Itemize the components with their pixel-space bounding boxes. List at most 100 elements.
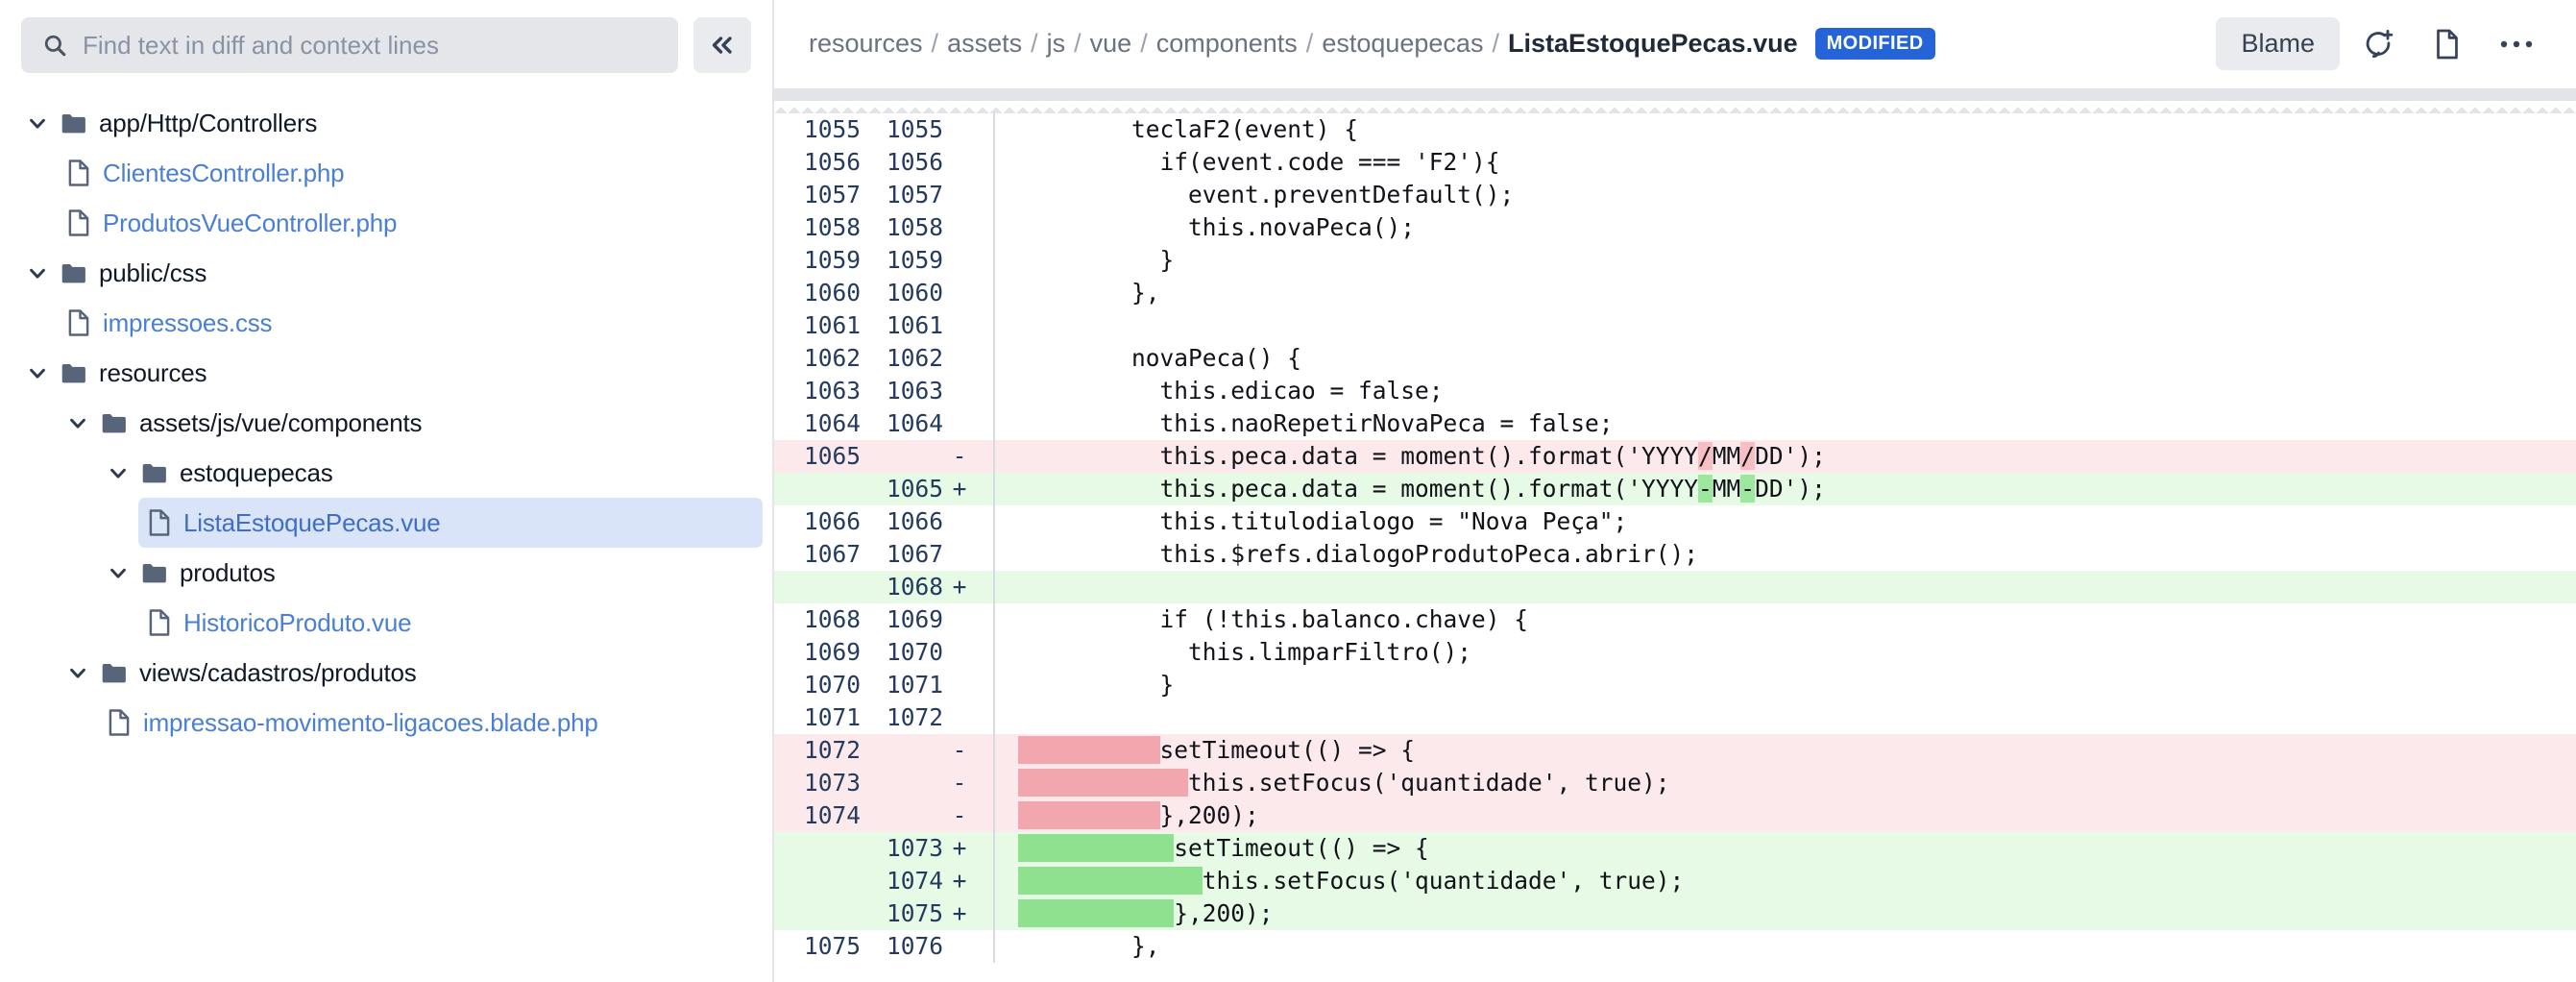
breadcrumb-item-estoquepecas[interactable]: estoquepecas — [1322, 29, 1484, 58]
collapsed-hunk-separator — [774, 88, 2576, 113]
folder-icon — [61, 113, 85, 133]
search-row — [0, 0, 772, 73]
breadcrumb-item-components[interactable]: components — [1155, 29, 1298, 58]
breadcrumb-item-vue[interactable]: vue — [1089, 29, 1132, 58]
diff-marker — [943, 701, 976, 734]
diff-marker: + — [952, 867, 967, 895]
search-input[interactable] — [83, 30, 657, 61]
diff-gutter-divider — [993, 799, 995, 832]
diff-gutter-gap — [976, 897, 993, 930]
chevron-down-icon[interactable] — [108, 562, 129, 583]
diff-line-number-new: 1066 — [886, 507, 943, 535]
tree-file-listaestoquepecas-vue[interactable]: ListaEstoquePecas.vue — [138, 498, 763, 548]
diff-gutter-gap — [976, 865, 993, 897]
diff-marker — [943, 342, 976, 375]
breadcrumb-item-assets[interactable]: assets — [947, 29, 1023, 58]
diff-marker — [943, 603, 976, 636]
diff-line-add[interactable]: 1073+ setTimeout(() => { — [774, 832, 2576, 865]
file-icon — [68, 209, 89, 236]
chevron-down-icon[interactable] — [67, 662, 88, 683]
diff-line-add[interactable]: 1068+ — [774, 571, 2576, 603]
folder-icon — [61, 363, 85, 382]
diff-whitespace-highlight — [1018, 736, 1160, 764]
diff-marker — [943, 538, 976, 571]
diff-line-del[interactable]: 1074- },200); — [774, 799, 2576, 832]
diff-code-segment: this.peca.data = moment().format('YYYY — [1018, 475, 1699, 503]
diff-marker: - — [952, 442, 967, 470]
diff-line-del[interactable]: 1065 - this.peca.data = moment().format('… — [774, 440, 2576, 473]
chevron-down-icon[interactable] — [27, 262, 48, 283]
tree-folder-assets-js-vue-components[interactable]: assets/js/vue/components — [67, 398, 763, 448]
diff-marker: - — [952, 736, 967, 764]
diff-line-add[interactable]: 1075+ },200); — [774, 897, 2576, 930]
diff-gutter-divider — [993, 865, 995, 897]
tree-file-produtosvuecontroller-php[interactable]: ProdutosVueController.php — [67, 198, 763, 248]
diff-line-del[interactable]: 1072- setTimeout(() => { — [774, 734, 2576, 767]
tree-file-clientescontroller-php[interactable]: ClientesController.php — [67, 148, 763, 198]
chevron-down-icon[interactable] — [27, 362, 48, 383]
tree-file-label: ListaEstoquePecas.vue — [183, 507, 441, 537]
view-file-button[interactable] — [2417, 15, 2478, 73]
breadcrumb-item-js[interactable]: js — [1046, 29, 1066, 58]
diff-code-text — [995, 701, 2576, 734]
tree-file-impressao-movimento-ligacoes-blade-php[interactable]: impressao-movimento-ligacoes.blade.php — [108, 698, 763, 748]
diff-code-text: } — [1018, 246, 1175, 274]
diff-line-number-old: 1056 — [803, 148, 861, 176]
diff-gutter-gap — [976, 146, 993, 179]
folder-icon — [61, 263, 85, 282]
chevron-down-icon[interactable] — [27, 112, 48, 134]
diff-gutter-divider — [993, 473, 995, 505]
folder-icon — [142, 463, 166, 482]
chevron-down-icon[interactable] — [67, 412, 88, 433]
tree-folder-app-http-controllers[interactable]: app/Http/Controllers — [27, 98, 763, 148]
search-box[interactable] — [21, 17, 678, 73]
more-options-button[interactable] — [2486, 15, 2547, 73]
diff-word-highlight: / — [1698, 442, 1713, 470]
breadcrumb-separator: / — [1074, 29, 1081, 58]
tree-folder-estoquepecas[interactable]: estoquepecas — [108, 448, 763, 498]
diff-code-text: this.edicao = false; — [1018, 377, 1444, 405]
diff-code-segment: this.peca.data = moment().format('YYYY — [1018, 442, 1699, 470]
diff-marker: - — [952, 801, 967, 829]
diff-marker — [943, 277, 976, 309]
diff-marker — [943, 309, 976, 342]
chevron-down-icon[interactable] — [108, 462, 129, 483]
comment-add-button[interactable] — [2347, 15, 2409, 73]
tree-file-historicoproduto-vue[interactable]: HistoricoProduto.vue — [148, 598, 763, 648]
diff-line-number-old: 1065 — [803, 442, 861, 470]
blame-button[interactable]: Blame — [2216, 17, 2340, 70]
diff-marker: + — [952, 475, 967, 503]
breadcrumb-item-resources[interactable]: resources — [809, 29, 923, 58]
diff-code-text: setTimeout(() => { — [995, 832, 2576, 865]
diff-code-text: this.peca.data = moment().format('YYYY-M… — [995, 473, 2576, 505]
diff-line-del[interactable]: 1073- this.setFocus('quantidade', true); — [774, 767, 2576, 799]
tree-folder-public-css[interactable]: public/css — [27, 248, 763, 298]
tree-folder-views-cadastros-produtos[interactable]: views/cadastros/produtos — [67, 648, 763, 698]
diff-line-add[interactable]: 1065+ this.peca.data = moment().format('… — [774, 473, 2576, 505]
diff-line-add[interactable]: 1074+ this.setFocus('quantidade', true); — [774, 865, 2576, 897]
tree-folder-resources[interactable]: resources — [27, 348, 763, 398]
tree-folder-produtos[interactable]: produtos — [108, 548, 763, 598]
breadcrumb-separator: / — [1140, 29, 1148, 58]
tree-file-impressoes-css[interactable]: impressoes.css — [67, 298, 763, 348]
diff-line-number-old: 1068 — [803, 605, 861, 633]
breadcrumb-separator: / — [931, 29, 939, 58]
collapse-sidebar-button[interactable] — [693, 17, 751, 73]
